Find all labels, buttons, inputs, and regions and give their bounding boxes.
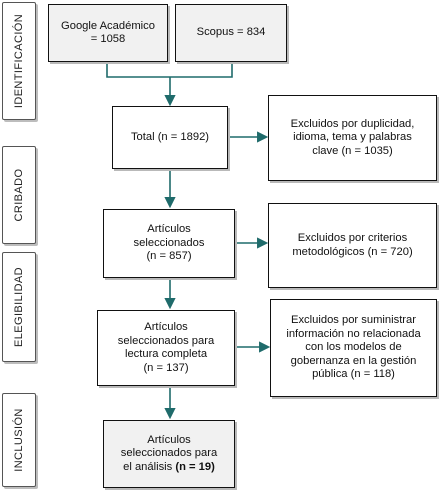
box-final-count: (n = 19)	[175, 460, 215, 473]
box-full-reading-text: Artículos seleccionados para lectura com…	[117, 321, 215, 374]
box-final-prefix: Artículos seleccionados para el análisis	[120, 433, 218, 473]
phase-inclusion-label: INCLUSIÓN	[13, 408, 25, 472]
phase-identification-label: IDENTIFICACIÓN	[13, 13, 25, 109]
box-selected-text: Artículos seleccionados (n = 857)	[133, 223, 205, 263]
phase-eligibility-label: ELEGIBILIDAD	[13, 267, 25, 347]
phase-eligibility: ELEGIBILIDAD	[2, 252, 36, 362]
phase-inclusion: INCLUSIÓN	[2, 393, 36, 487]
phase-screening: CRIBADO	[2, 146, 36, 244]
box-final-text: Artículos seleccionados para el análisis…	[121, 434, 217, 475]
box-excluded-duplicity: Excluidos por duplicidad, idioma, tema y…	[268, 95, 437, 181]
box-google-academico: Google Académico = 1058	[48, 4, 168, 62]
box-google-text: Google Académico = 1058	[61, 19, 155, 46]
phase-screening-label: CRIBADO	[13, 168, 25, 222]
box-scopus-text: Scopus = 834	[196, 26, 266, 39]
phase-identification: IDENTIFICACIÓN	[2, 2, 36, 120]
connector-google-merge	[106, 62, 170, 78]
connector-scopus-merge	[170, 62, 233, 78]
box-excluded-methodological: Excluidos por criterios metodológicos (n…	[268, 203, 437, 288]
box-total: Total (n = 1892)	[112, 106, 228, 169]
box-excluded-unrelated-text: Excluidos por suministrar información no…	[286, 314, 421, 381]
box-selected-articles: Artículos seleccionados (n = 857)	[103, 209, 235, 278]
box-total-text: Total (n = 1892)	[130, 130, 210, 143]
box-excluded-unrelated: Excluidos por suministrar información no…	[270, 299, 437, 397]
box-excluded-methodological-text: Excluidos por criterios metodológicos (n…	[292, 232, 413, 258]
box-excluded-duplicity-text: Excluidos por duplicidad, idioma, tema y…	[290, 117, 415, 157]
box-scopus: Scopus = 834	[175, 4, 287, 62]
box-full-reading: Artículos seleccionados para lectura com…	[97, 310, 235, 386]
box-final-analysis: Artículos seleccionados para el análisis…	[103, 420, 235, 488]
